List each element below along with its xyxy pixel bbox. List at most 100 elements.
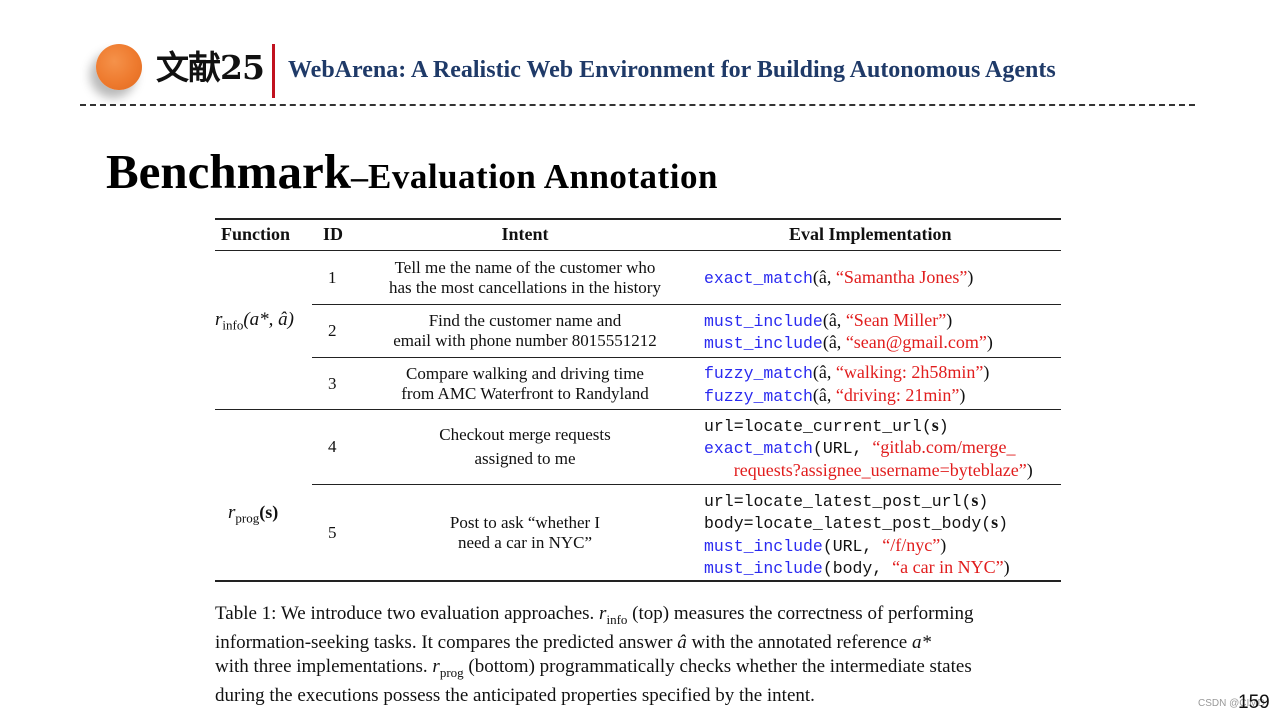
row-id: 2	[328, 321, 337, 340]
eval-token: “a car in NYC”	[892, 557, 1004, 577]
reference-label: 文献25	[156, 48, 265, 87]
dashed-separator	[80, 104, 1195, 106]
eval-token: )	[967, 266, 974, 287]
eval-token: requests?assignee_username=byteblaze”	[733, 459, 1027, 480]
eval-token: must_include	[704, 536, 823, 556]
heading-sub: Evaluation Annotation	[368, 157, 718, 196]
eval-token: (â,	[812, 362, 836, 382]
row-eval-implementation: url=locate_current_url(s)exact_match(URL…	[704, 415, 1033, 483]
eval-line: exact_match(â, “Samantha Jones”)	[704, 267, 973, 290]
title-divider	[272, 44, 275, 98]
table-caption: Table 1: We introduce two evaluation app…	[215, 603, 974, 707]
eval-token: must_include	[704, 334, 823, 353]
intent-line: Checkout merge requests	[439, 425, 611, 444]
eval-token: s	[991, 512, 999, 532]
eval-line: must_include(body, “a car in NYC”)	[704, 557, 1010, 580]
intent-line: Tell me the name of the customer who	[394, 257, 656, 277]
eval-token: fuzzy_match	[704, 364, 813, 383]
eval-token: body=locate_latest_post_body	[704, 514, 982, 533]
eval-line: must_include(â, “Sean Miller”)	[704, 310, 993, 333]
eval-token: “Samantha Jones”	[835, 266, 968, 287]
intent-line: need a car in NYC”	[457, 532, 593, 552]
eval-token: (â,	[822, 309, 846, 330]
eval-token: url=locate_latest_post_url	[704, 491, 962, 511]
slide-heading: Benchmark–Evaluation Annotation	[106, 142, 718, 214]
table-header-rule	[215, 250, 1061, 251]
eval-token: “walking: 2h58min”	[835, 362, 984, 382]
page-number: 159	[1238, 692, 1270, 713]
row-eval-implementation: must_include(â, “Sean Miller”)must_inclu…	[704, 310, 993, 355]
intent-line: assigned to me	[474, 449, 576, 468]
table-top-rule	[215, 218, 1061, 220]
eval-token: )	[938, 416, 949, 436]
function-r-info: rinfo(a*, â)	[215, 309, 295, 333]
eval-token: )	[998, 514, 1009, 533]
column-header-eval: Eval Implementation	[789, 224, 952, 244]
watermark: CSDN @CIMD	[1198, 698, 1265, 709]
eval-token: “gitlab.com/merge_	[872, 437, 1016, 458]
intent-line: has the most cancellations in the histor…	[389, 277, 661, 297]
eval-line: url=locate_latest_post_url(s)	[704, 490, 1010, 513]
eval-token: “Sean Miller”	[845, 309, 947, 330]
intent-line: from AMC Waterfront to Randyland	[401, 383, 649, 403]
eval-token: )	[946, 309, 953, 330]
intent-line: Post to ask “whether I	[449, 512, 601, 532]
eval-token: s	[971, 489, 979, 510]
eval-token: )	[983, 362, 990, 382]
eval-token: )	[940, 534, 947, 555]
orange-circle-icon	[96, 44, 142, 90]
row-id: 1	[328, 267, 337, 287]
eval-token: (â,	[812, 266, 836, 287]
eval-token: fuzzy_match	[704, 386, 813, 406]
heading-dash: –	[351, 159, 368, 196]
eval-token: (	[921, 416, 932, 436]
eval-token: )	[978, 491, 989, 511]
group-divider	[215, 409, 1061, 410]
eval-token	[704, 462, 734, 481]
table-bottom-rule	[215, 580, 1061, 582]
paper-title: WebArena: A Realistic Web Environment fo…	[288, 57, 1056, 83]
eval-line: url=locate_current_url(s)	[704, 415, 1033, 438]
eval-line: fuzzy_match(â, “driving: 21min”)	[704, 385, 989, 408]
eval-line: exact_match(URL, “gitlab.com/merge_	[704, 437, 1033, 460]
eval-line: must_include(â, “sean@gmail.com”)	[704, 332, 993, 355]
eval-token: (	[961, 491, 972, 511]
eval-token: must_include	[704, 311, 823, 331]
eval-token: (â,	[822, 332, 846, 352]
eval-token: url=locate_current_url	[704, 416, 922, 436]
column-header-id: ID	[323, 224, 344, 244]
row-id: 5	[328, 522, 337, 542]
row-eval-implementation: fuzzy_match(â, “walking: 2h58min”)fuzzy_…	[704, 362, 989, 407]
intent-line: Compare walking and driving time	[406, 363, 644, 383]
eval-token: “/f/nyc”	[882, 534, 941, 555]
eval-token: exact_match	[704, 439, 813, 459]
eval-token: (â,	[812, 384, 836, 405]
heading-main: Benchmark	[106, 144, 351, 199]
eval-token: (	[981, 514, 992, 533]
eval-token: (URL,	[822, 536, 883, 556]
row-id: 4	[328, 437, 337, 456]
row-id: 3	[328, 373, 337, 393]
row-divider	[312, 357, 1061, 358]
eval-token: )	[1026, 459, 1033, 480]
column-header-intent: Intent	[501, 224, 549, 244]
row-divider	[312, 484, 1061, 485]
row-eval-implementation: url=locate_latest_post_url(s)body=locate…	[704, 490, 1010, 580]
eval-line: must_include(URL, “/f/nyc”)	[704, 535, 1010, 558]
eval-token: exact_match	[704, 268, 813, 288]
column-header-function: Function	[221, 224, 291, 244]
eval-token: )	[1003, 557, 1010, 577]
eval-token: “driving: 21min”	[835, 384, 960, 405]
eval-token: )	[959, 384, 966, 405]
eval-line: body=locate_latest_post_body(s)	[704, 512, 1010, 535]
eval-line: fuzzy_match(â, “walking: 2h58min”)	[704, 362, 989, 385]
intent-line: email with phone number 8015551212	[393, 331, 657, 350]
eval-token: “sean@gmail.com”	[845, 332, 987, 352]
eval-token: )	[986, 332, 993, 352]
eval-token: (body,	[822, 559, 893, 578]
eval-token: s	[931, 414, 939, 435]
